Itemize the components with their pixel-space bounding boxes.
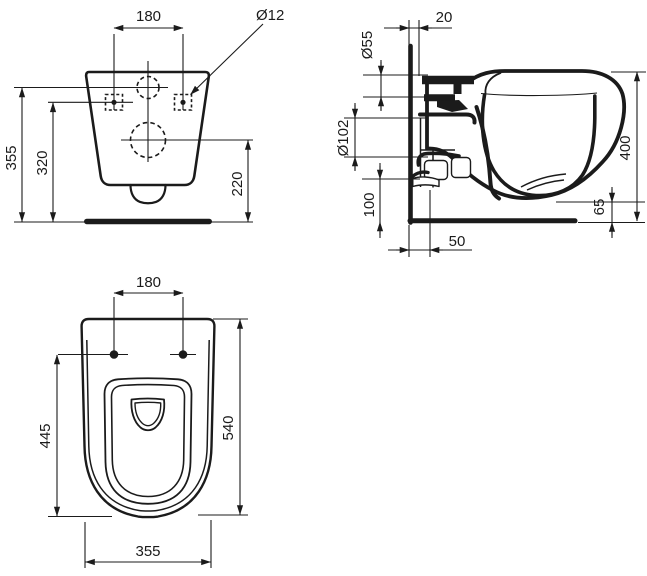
dim-label-side-65: 65 [591, 199, 608, 216]
front-outlet-bump [129, 183, 167, 205]
dim-label-front-220: 220 [229, 171, 246, 196]
plan-flush-opening [130, 397, 166, 432]
dim-label-side-50: 50 [449, 233, 466, 250]
dim-side-clearance: 65 [556, 187, 645, 238]
side-inlet-spigot [422, 75, 474, 112]
dim-side-outlet-diameter: Ø102 [335, 103, 428, 171]
dim-label-front-320: 320 [34, 150, 51, 175]
dim-front-outlet-height: 220 [121, 139, 253, 222]
dim-plan-width: 355 [84, 520, 212, 568]
dim-side-wall-offset: 20 [384, 9, 452, 76]
dim-plan-inner-length: 445 [37, 354, 112, 518]
dim-label-side-400: 400 [617, 135, 634, 160]
plan-rim-inner-line [86, 339, 210, 512]
dim-side-outlet-distance: 50 [388, 190, 472, 257]
front-view: 180 Ø12 355 320 220 [3, 7, 284, 225]
dim-label-side-100: 100 [361, 192, 378, 217]
dim-label-plan-540: 540 [220, 415, 237, 440]
dim-label-front-180: 180 [136, 8, 161, 25]
side-trap-detail [410, 105, 567, 201]
plan-view: 180 445 540 355 [37, 274, 248, 568]
dim-front-fixing-height: 320 [34, 101, 133, 222]
dim-label-side-d102: Ø102 [335, 120, 352, 157]
dim-label-plan-180: 180 [136, 274, 161, 291]
side-view: 20 Ø55 Ø102 100 [335, 9, 646, 257]
side-waterline [480, 92, 598, 97]
front-floor-bar [84, 218, 212, 225]
dim-label-side-20: 20 [436, 9, 453, 26]
dim-label-side-d55: Ø55 [359, 31, 376, 59]
side-inlet-hook [484, 72, 502, 95]
dim-label-plan-445: 445 [37, 423, 54, 448]
dim-label-plan-355: 355 [135, 543, 160, 560]
plan-bowl-inner [110, 383, 186, 498]
plan-bowl-outer [103, 377, 193, 505]
dim-front-flush-height: 355 [3, 86, 168, 222]
side-bowl-cavity [480, 93, 597, 198]
dim-plan-depth: 540 [198, 318, 248, 516]
dim-label-front-355: 355 [3, 145, 20, 170]
dim-plan-hinge-spacing: 180 [113, 274, 184, 356]
dim-label-front-d12: Ø12 [256, 7, 284, 24]
dim-side-inlet-diameter: Ø55 [359, 31, 428, 111]
dim-front-hole-diameter: Ø12 [190, 7, 284, 95]
dim-side-height: 400 [611, 71, 646, 222]
plan-flush-opening-inner [134, 401, 162, 427]
dim-side-outlet-bottom: 100 [361, 163, 420, 238]
dim-front-hole-spacing: 180 [113, 8, 184, 110]
